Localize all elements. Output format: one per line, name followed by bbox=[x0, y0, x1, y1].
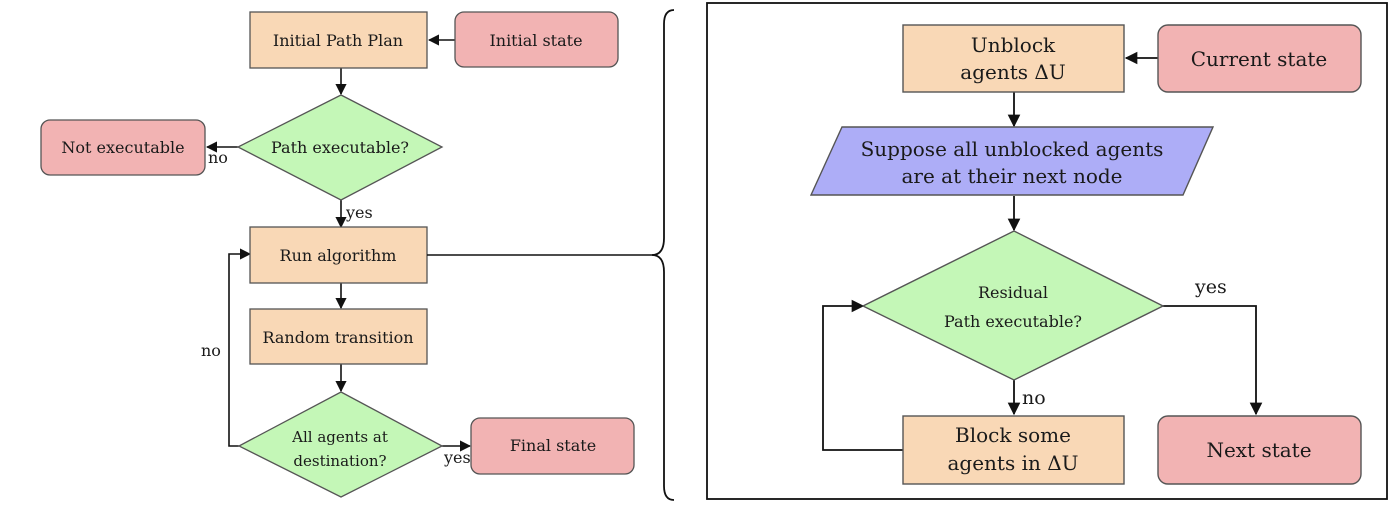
curly-brace bbox=[651, 9, 675, 501]
unblock-label-line2: agents ΔU bbox=[960, 60, 1065, 84]
suppose-io-node bbox=[809, 126, 1215, 196]
all-agents-decision bbox=[237, 391, 444, 498]
next-state-node bbox=[1157, 415, 1362, 485]
edge-label-no-block: no bbox=[1022, 387, 1046, 409]
initial-state-label: Initial state bbox=[489, 31, 582, 50]
final-state-label: Final state bbox=[510, 436, 596, 455]
all-agents-label-line2: destination? bbox=[293, 452, 386, 470]
unblock-label-line1: Unblock bbox=[971, 33, 1056, 57]
suppose-label-line2: are at their next node bbox=[901, 164, 1122, 188]
run-algorithm-label: Run algorithm bbox=[280, 246, 397, 265]
current-state-label: Current state bbox=[1191, 47, 1328, 71]
edge-label-yes-run: yes bbox=[345, 203, 373, 222]
residual-label-line2: Path executable? bbox=[944, 312, 1082, 331]
unblock-agents-node bbox=[902, 24, 1125, 93]
edge-block-loop-to-residual bbox=[822, 299, 903, 451]
edge-loop-no-to-run bbox=[228, 248, 252, 447]
next-state-label: Next state bbox=[1206, 438, 1311, 462]
residual-label-line1: Residual bbox=[978, 283, 1048, 302]
random-transition-label: Random transition bbox=[262, 328, 413, 347]
block-agents-node bbox=[902, 415, 1125, 485]
block-label-line1: Block some bbox=[955, 423, 1071, 447]
edge-residual-yes-to-next bbox=[1163, 305, 1263, 416]
initial-path-plan-label: Initial Path Plan bbox=[273, 31, 403, 50]
all-agents-label-line1: All agents at bbox=[291, 428, 388, 446]
block-label-line2: agents in ΔU bbox=[947, 451, 1078, 475]
edge-label-yes-final: yes bbox=[443, 448, 471, 467]
current-state-node bbox=[1157, 24, 1362, 93]
edge-label-no-loop: no bbox=[201, 341, 221, 360]
random-transition-node bbox=[249, 308, 428, 365]
residual-path-decision bbox=[861, 230, 1165, 381]
not-executable-label: Not executable bbox=[61, 138, 184, 157]
path-executable-label: Path executable? bbox=[271, 138, 409, 157]
path-executable-decision bbox=[236, 94, 444, 201]
suppose-label-line1: Suppose all unblocked agents bbox=[861, 137, 1164, 161]
edge-label-yes-next: yes bbox=[1194, 276, 1227, 298]
right-detail-panel: Unblock agents ΔU Current state Suppose … bbox=[706, 2, 1388, 500]
edge-label-no-not-executable: no bbox=[208, 148, 228, 167]
final-state-node bbox=[470, 417, 635, 475]
initial-state-node bbox=[454, 11, 619, 68]
not-executable-node bbox=[40, 119, 206, 176]
left-flowchart: Initial Path Plan Initial state Path exe… bbox=[40, 11, 657, 498]
initial-path-plan-node bbox=[249, 11, 428, 69]
